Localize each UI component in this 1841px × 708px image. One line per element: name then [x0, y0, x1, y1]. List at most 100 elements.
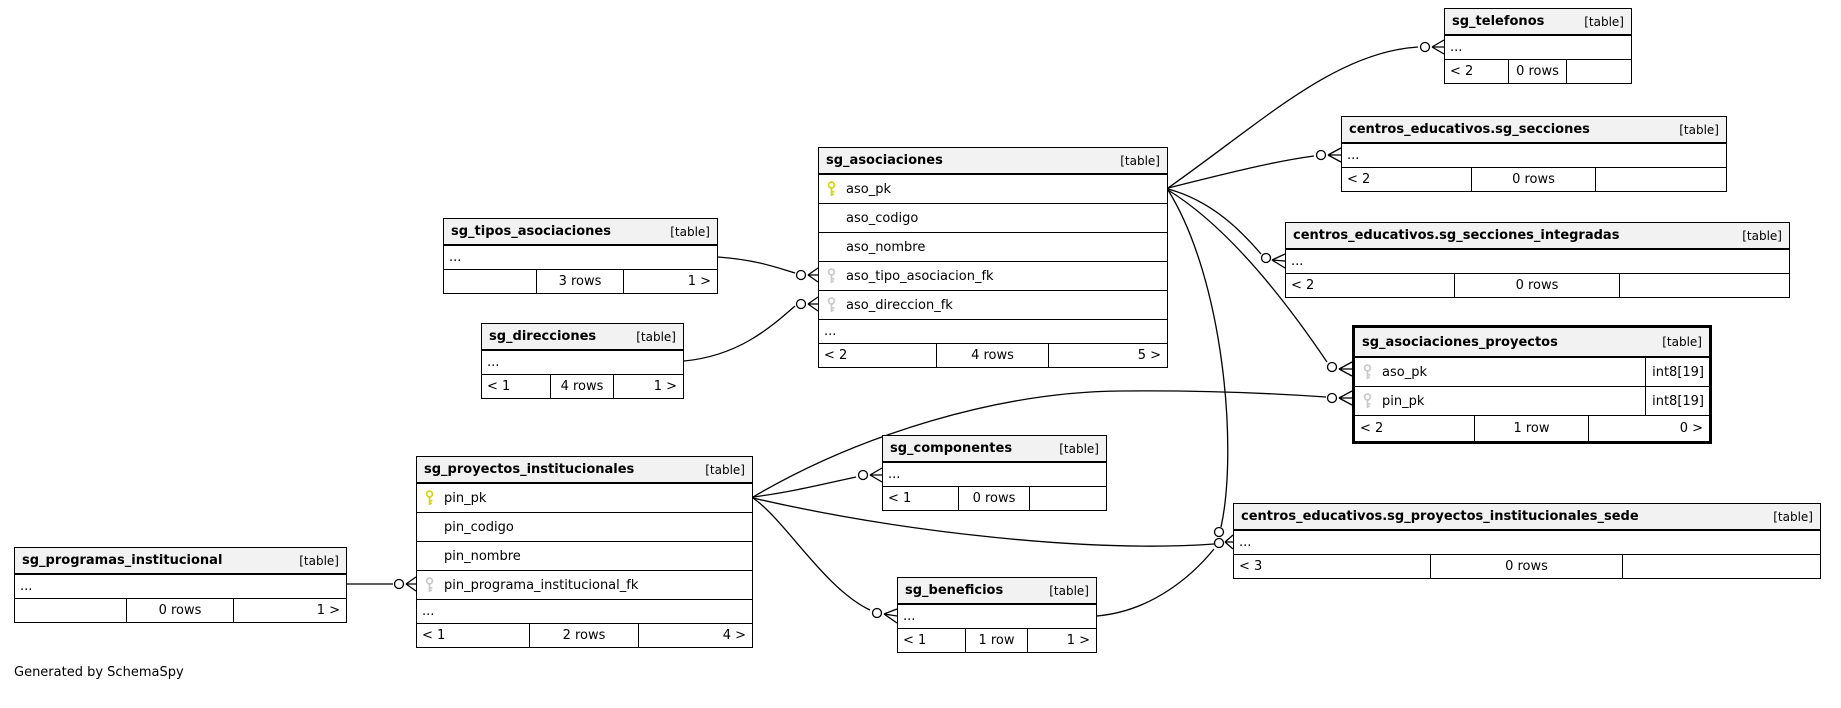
edge-asociaciones-to-secciones-integradas: [1167, 188, 1286, 269]
column-row: pin_programa_institucional_fk: [417, 571, 752, 600]
table-name[interactable]: sg_componentes: [890, 441, 1013, 456]
edge-proyectos-to-beneficios: [752, 497, 898, 624]
table-more-columns: ...: [883, 463, 1106, 487]
table-name[interactable]: sg_beneficios: [905, 583, 1004, 598]
child-count: 5 >: [1137, 348, 1162, 363]
table-footer: < 1 1 row 1 >: [898, 629, 1096, 652]
row-count: 0 rows: [1507, 60, 1568, 83]
column-name: aso_pk: [1382, 364, 1427, 380]
parent-count: < 2: [1347, 172, 1371, 187]
table-type-tag: [table]: [1120, 153, 1160, 168]
edge-sede-junction: [1213, 526, 1234, 550]
column-type: int8[19]: [1645, 358, 1709, 386]
foreign-key-icon: [826, 268, 842, 284]
child-count: [1030, 487, 1106, 510]
foreign-key-icon: [1362, 393, 1378, 409]
column-name: pin_codigo: [444, 519, 514, 535]
table-name[interactable]: centros_educativos.sg_secciones: [1349, 122, 1590, 137]
column-row: aso_direccion_fk: [819, 291, 1167, 320]
column-row: aso_pk int8[19]: [1355, 358, 1709, 387]
table-name[interactable]: sg_asociaciones_proyectos: [1362, 334, 1558, 350]
table-type-tag: [table]: [636, 329, 676, 344]
row-count: 4 rows: [549, 375, 615, 398]
child-count: 1 >: [687, 274, 712, 289]
child-count: 4 >: [722, 628, 746, 643]
table-header[interactable]: sg_asociaciones [table]: [819, 148, 1167, 175]
table-type-tag: [table]: [1679, 122, 1719, 137]
table-header[interactable]: centros_educativos.sg_secciones [table]: [1342, 117, 1726, 144]
table-sg-asociaciones[interactable]: sg_asociaciones [table] aso_pk aso_codig…: [818, 147, 1168, 368]
row-count: 0 rows: [126, 599, 234, 622]
table-header[interactable]: sg_componentes [table]: [883, 436, 1106, 463]
table-header[interactable]: sg_direcciones [table]: [482, 324, 683, 351]
table-name[interactable]: sg_proyectos_institucionales: [424, 462, 635, 477]
column-name: aso_nombre: [846, 239, 926, 255]
table-sg-componentes[interactable]: sg_componentes [table] ... < 1 0 rows: [882, 435, 1107, 511]
parent-count: < 1: [487, 379, 511, 394]
parent-count: [15, 599, 126, 622]
parent-count: [444, 270, 536, 293]
column-name: pin_pk: [444, 490, 487, 506]
table-name[interactable]: centros_educativos.sg_secciones_integrad…: [1293, 228, 1620, 243]
column-row: pin_pk: [417, 484, 752, 513]
table-name[interactable]: sg_direcciones: [489, 329, 597, 344]
table-sg-proyectos-institucionales-sede[interactable]: centros_educativos.sg_proyectos_instituc…: [1233, 503, 1821, 579]
table-sg-proyectos-institucionales[interactable]: sg_proyectos_institucionales [table] pin…: [416, 456, 753, 648]
table-name[interactable]: sg_telefonos: [1452, 14, 1545, 29]
row-count: 0 rows: [1430, 555, 1623, 578]
table-sg-tipos-asociaciones[interactable]: sg_tipos_asociaciones [table] ... 3 rows…: [443, 218, 718, 294]
table-footer: < 3 0 rows: [1234, 555, 1820, 578]
table-footer: 0 rows 1 >: [15, 599, 346, 622]
table-footer: < 1 2 rows 4 >: [417, 624, 752, 647]
column-type: int8[19]: [1645, 387, 1709, 415]
table-type-tag: [table]: [299, 553, 339, 568]
table-header[interactable]: sg_asociaciones_proyectos [table]: [1355, 328, 1709, 358]
column-row: aso_codigo: [819, 204, 1167, 233]
table-footer: 3 rows 1 >: [444, 270, 717, 293]
child-count: 1 >: [653, 379, 678, 394]
table-type-tag: [table]: [1773, 509, 1813, 524]
table-sg-direcciones[interactable]: sg_direcciones [table] ... < 1 4 rows 1 …: [481, 323, 684, 399]
table-more-columns: ...: [15, 575, 346, 599]
table-name[interactable]: sg_tipos_asociaciones: [451, 224, 611, 239]
primary-key-icon: [826, 181, 842, 197]
table-header[interactable]: sg_programas_institucional [table]: [15, 548, 346, 575]
child-count: 0 >: [1679, 421, 1704, 436]
table-header[interactable]: sg_beneficios [table]: [898, 578, 1096, 605]
child-count: [1620, 274, 1789, 297]
table-header[interactable]: sg_telefonos [table]: [1445, 9, 1631, 36]
table-sg-secciones-integradas[interactable]: centros_educativos.sg_secciones_integrad…: [1285, 222, 1790, 298]
table-sg-secciones[interactable]: centros_educativos.sg_secciones [table] …: [1341, 116, 1727, 192]
edge-direcciones-to-asociaciones: [683, 296, 819, 362]
table-type-tag: [table]: [705, 462, 745, 477]
edge-tipos-asociaciones-to-asociaciones: [717, 256, 819, 283]
table-name[interactable]: sg_asociaciones: [826, 153, 943, 168]
parent-count: < 3: [1239, 559, 1263, 574]
table-header[interactable]: sg_proyectos_institucionales [table]: [417, 457, 752, 484]
table-header[interactable]: centros_educativos.sg_secciones_integrad…: [1286, 223, 1789, 250]
table-sg-telefonos[interactable]: sg_telefonos [table] ... < 2 0 rows: [1444, 8, 1632, 84]
table-more-columns: ...: [819, 320, 1167, 344]
edge-proyectos-to-asociaciones-proyectos: [752, 390, 1353, 498]
table-footer: < 1 0 rows: [883, 487, 1106, 510]
table-more-columns: ...: [1286, 250, 1789, 274]
table-sg-beneficios[interactable]: sg_beneficios [table] ... < 1 1 row 1 >: [897, 577, 1097, 653]
column-row: aso_tipo_asociacion_fk: [819, 262, 1167, 291]
generated-by-note: Generated by SchemaSpy: [14, 665, 184, 680]
table-name[interactable]: centros_educativos.sg_proyectos_instituc…: [1241, 509, 1639, 524]
row-count: 0 rows: [1454, 274, 1620, 297]
edge-asociaciones-to-secciones: [1167, 147, 1342, 189]
table-sg-asociaciones-proyectos[interactable]: sg_asociaciones_proyectos [table] aso_pk…: [1352, 325, 1712, 444]
table-sg-programas-institucional[interactable]: sg_programas_institucional [table] ... 0…: [14, 547, 347, 623]
parent-count: < 1: [888, 491, 912, 506]
table-footer: < 2 0 rows: [1286, 274, 1789, 297]
row-count: 1 row: [964, 629, 1029, 652]
table-header[interactable]: sg_tipos_asociaciones [table]: [444, 219, 717, 246]
table-more-columns: ...: [1234, 531, 1820, 555]
table-header[interactable]: centros_educativos.sg_proyectos_instituc…: [1234, 504, 1820, 531]
column-row: pin_codigo: [417, 513, 752, 542]
edge-programas-to-proyectos: [347, 576, 417, 592]
table-name[interactable]: sg_programas_institucional: [22, 553, 223, 568]
parent-count: < 2: [1291, 278, 1315, 293]
